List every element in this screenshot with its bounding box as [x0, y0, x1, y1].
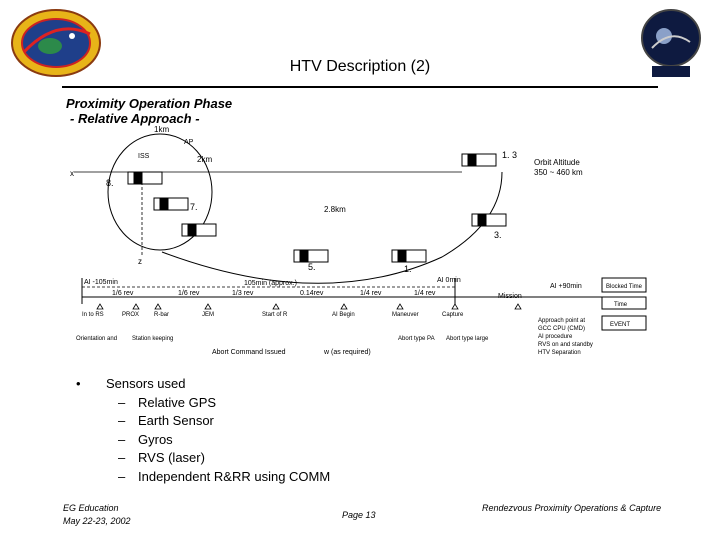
label-iss: ISS — [138, 153, 150, 160]
title-divider — [62, 86, 658, 88]
footer-org: EG Education — [63, 503, 119, 513]
mission-patch-icon — [10, 8, 102, 78]
event-label: Maneuver — [392, 312, 419, 318]
dash-icon: – — [118, 450, 126, 465]
list-item: –RVS (laser) — [76, 449, 330, 468]
timeline-note: w (as required) — [323, 349, 371, 356]
event-label: Capture — [442, 312, 464, 318]
event-label: AI Begin — [332, 312, 355, 318]
right-note: HTV Separation — [538, 350, 581, 356]
right-note: RVS on and standby — [538, 342, 593, 348]
timeline-end: AI +90min — [550, 283, 582, 290]
timeline-note: Orientation and — [76, 336, 117, 342]
list-item: –Relative GPS — [76, 394, 330, 413]
rpoc-patch-icon — [640, 8, 702, 78]
diagram-subheading: - Relative Approach - — [70, 111, 200, 126]
timeline-duration: 105min (approx.) — [244, 280, 297, 287]
orbit-altitude-label: Orbit Altitude — [534, 158, 580, 167]
dash-icon: – — [118, 394, 126, 410]
bullet-icon: • — [76, 376, 81, 391]
timeline-end-tag: Mission — [498, 293, 522, 300]
page-number: Page 13 — [342, 510, 376, 520]
page-title: HTV Description (2) — [289, 58, 431, 75]
event-label: PROX — [122, 312, 139, 318]
timeline-note: Abort Command Issued — [212, 349, 286, 356]
timeline-note: Abort type PA — [398, 336, 435, 342]
step-label: 3. — [494, 230, 502, 240]
event-label: Start of R — [262, 312, 288, 318]
axis-z-label: z — [138, 257, 142, 266]
footer-course: Rendezvous Proximity Operations & Captur… — [482, 503, 662, 513]
dash-icon: – — [118, 431, 126, 447]
event-label: JEM — [202, 312, 214, 318]
step-label: 7. — [190, 202, 198, 212]
timeline-start: AI -105min — [84, 279, 118, 286]
distance-2km: 2km — [197, 155, 212, 164]
timeline-mid: AI 0min — [437, 277, 461, 284]
event-label: In to RS — [82, 312, 104, 318]
timeline-markers — [96, 303, 522, 310]
rev-label: 1/3 rev — [232, 290, 254, 297]
label-ap: AP — [184, 139, 194, 146]
rev-label: 1/4 rev — [360, 290, 382, 297]
list-item: –Gyros — [76, 431, 330, 450]
right-note: Approach point at — [538, 318, 585, 324]
rev-label: 0.14rev — [300, 290, 324, 297]
event-label: R-bar — [154, 312, 169, 318]
dash-icon: – — [118, 468, 126, 484]
approach-ellipse — [107, 133, 213, 251]
distance-1km: 1km — [154, 125, 169, 134]
orbit-arc — [161, 171, 503, 284]
step-label: 8. — [106, 178, 114, 188]
list-item: –Earth Sensor — [76, 412, 330, 431]
footer-date: May 22-23, 2002 — [63, 516, 131, 526]
diagram-heading: Proximity Operation Phase — [66, 96, 232, 111]
right-note: GCC CPU (CMD) — [538, 326, 585, 332]
distance-2-8km: 2.8km — [324, 205, 346, 214]
right-note: AI procedure — [538, 334, 573, 340]
legend-item: EVENT — [610, 322, 630, 328]
list-item: –Independent R&RR using COMM — [76, 468, 330, 487]
timeline-note: Station keeping — [132, 336, 173, 342]
legend-item: Time — [614, 302, 628, 308]
rev-label: 1/6 rev — [112, 290, 134, 297]
legend-item: Blocked Time — [606, 284, 643, 290]
step-label: 5. — [308, 262, 316, 272]
timeline-note: Abort type large — [446, 336, 489, 342]
step-label: 1. — [404, 264, 412, 274]
sensor-list: •Sensors used –Relative GPS –Earth Senso… — [76, 375, 330, 486]
relative-approach-diagram: Proximity Operation Phase - Relative App… — [66, 96, 647, 356]
step-label: 1. 3 — [502, 150, 517, 160]
rev-label: 1/4 rev — [414, 290, 436, 297]
legend — [601, 277, 647, 331]
dash-icon: – — [118, 413, 126, 428]
axis-x-label: x — [70, 169, 74, 178]
list-item: •Sensors used — [76, 375, 330, 394]
spacecraft-icon — [127, 153, 507, 263]
orbit-altitude-value: 350 ~ 460 km — [534, 168, 583, 177]
rev-label: 1/6 rev — [178, 290, 200, 297]
